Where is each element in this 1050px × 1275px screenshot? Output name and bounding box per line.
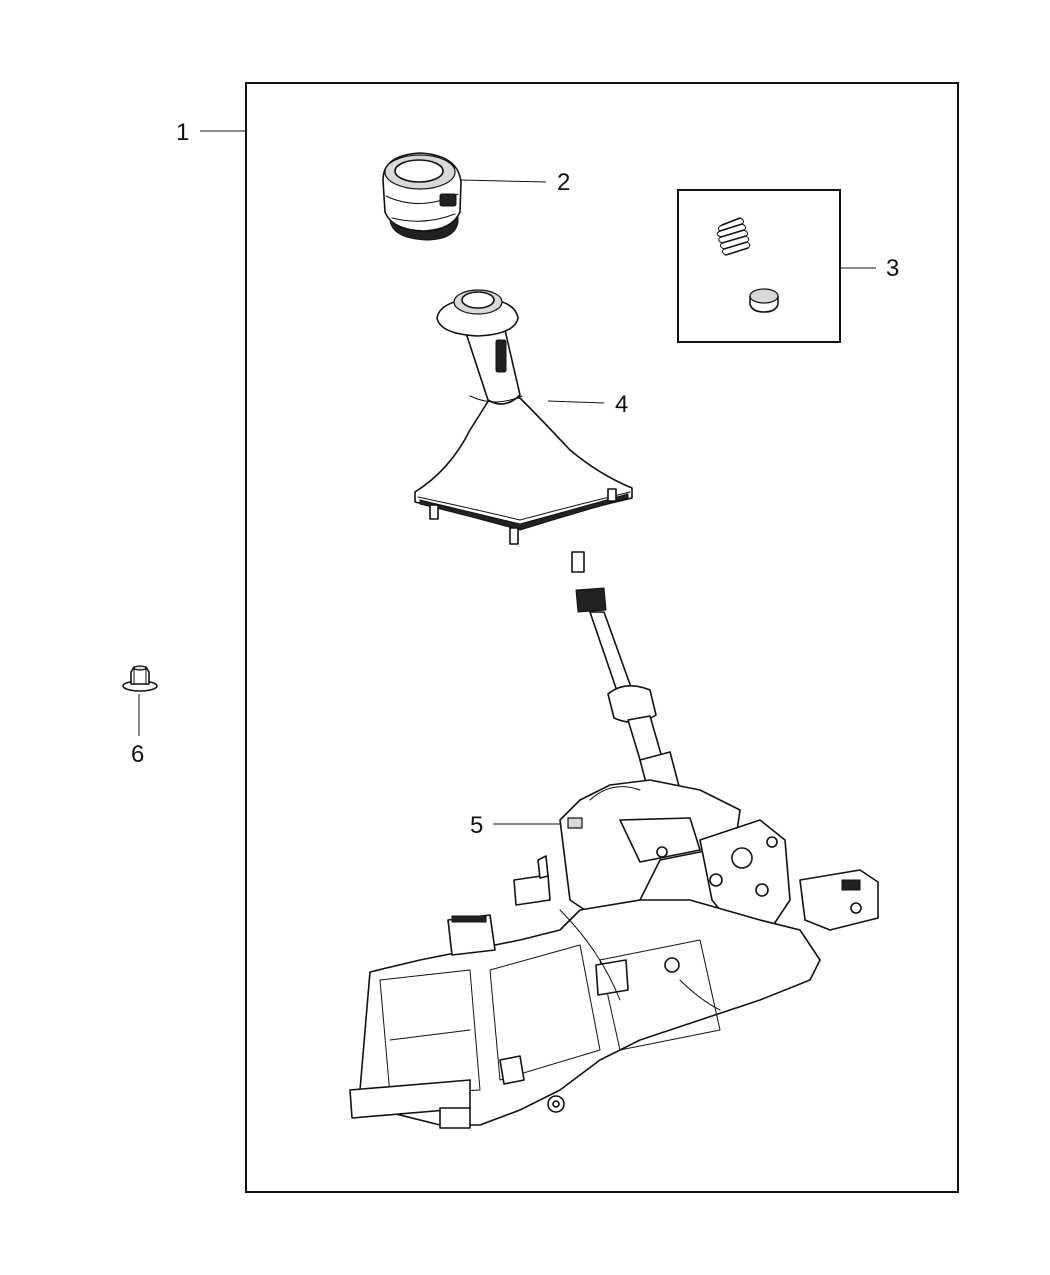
gearshift-mechanism	[349, 551, 879, 1129]
callout-labels: 1 2 3 4 5 6	[131, 119, 899, 839]
leader-2	[459, 179, 547, 183]
flange-nut	[122, 665, 158, 692]
assembly-frame	[245, 82, 959, 1193]
kit-box	[677, 189, 841, 343]
spring-and-plug	[716, 217, 779, 313]
callout-2: 2	[557, 169, 570, 196]
callout-5: 5	[470, 812, 483, 839]
callout-6: 6	[131, 741, 144, 768]
callout-4: 4	[615, 391, 628, 418]
callout-3: 3	[886, 255, 899, 282]
plug	[749, 288, 779, 313]
shift-boot	[414, 289, 633, 545]
leader-4	[547, 400, 605, 404]
leader-lines	[138, 130, 876, 825]
callout-1: 1	[176, 119, 189, 146]
shift-knob	[382, 152, 462, 241]
spring	[716, 217, 751, 256]
